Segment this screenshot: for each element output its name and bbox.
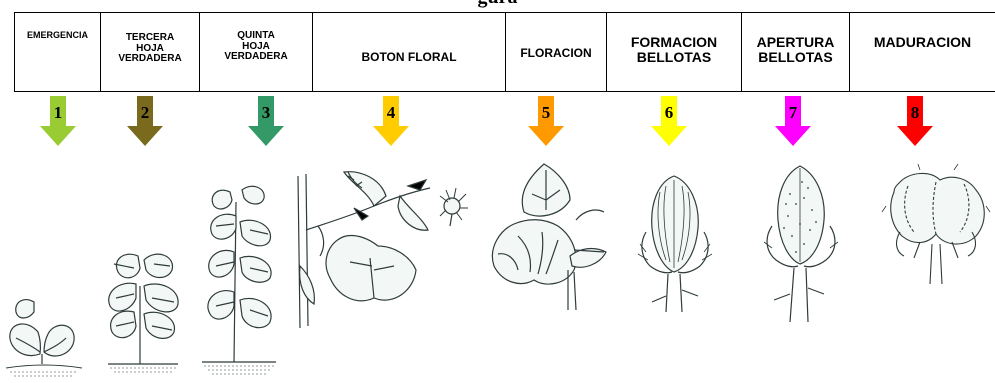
plant-fifth-leaf-icon [194,182,284,383]
stage-arrow-7: 7 [775,96,811,146]
stage-label: QUINTA HOJA VERDADERA [224,31,287,91]
stage-arrow-5: 5 [528,96,564,146]
stage-number: 7 [775,103,811,123]
stage-arrow-6: 6 [651,96,687,146]
stage-header-apertura-bellotas: APERTURA BELLOTAS [741,13,849,91]
mature-cotton-boll-icon [880,162,992,297]
stage-label: MADURACION [874,35,971,91]
stage-header-table: EMERGENCIA TERCERA HOJA VERDADERA QUINTA… [14,12,995,92]
stage-header-tercera-hoja: TERCERA HOJA VERDADERA [100,13,199,91]
boll-opening-icon [760,164,842,333]
stage-label: FORMACION BELLOTAS [631,35,717,91]
flower-bud-branch-icon [290,166,486,337]
stage-arrow-8: 8 [897,96,933,146]
stage-number: 2 [127,103,163,123]
stage-header-formacion-bellotas: FORMACION BELLOTAS [606,13,741,91]
stage-header-boton-floral: BOTON FLORAL [312,13,505,91]
stage-header-maduracion: MADURACION [849,13,995,91]
seedling-emergence-icon [4,292,84,383]
stage-number: 8 [897,103,933,123]
stage-number: 1 [40,103,76,123]
stage-header-floracion: FLORACION [505,13,606,91]
cotton-flower-icon [484,160,624,317]
stage-number: 5 [528,103,564,123]
stage-number: 6 [651,103,687,123]
stage-header-emergencia: EMERGENCIA [14,13,100,91]
stage-label: EMERGENCIA [27,31,88,91]
stage-arrow-2: 2 [127,96,163,146]
boll-formation-icon [636,172,714,323]
stage-arrow-1: 1 [40,96,76,146]
figure-title: gura [0,0,995,9]
stage-number: 4 [373,103,409,123]
stage-header-quinta-hoja: QUINTA HOJA VERDADERA [199,13,312,91]
plant-third-leaf-icon [94,246,190,379]
stage-label: BOTON FLORAL [361,51,456,91]
stage-arrow-3: 3 [248,96,284,146]
stage-label: APERTURA BELLOTAS [757,35,835,91]
stage-arrows: 1 2 3 4 5 6 7 8 [0,96,995,146]
stage-arrow-4: 4 [373,96,409,146]
stage-label: TERCERA HOJA VERDADERA [118,33,181,91]
stage-label: FLORACION [520,47,591,91]
stage-number: 3 [248,103,284,123]
